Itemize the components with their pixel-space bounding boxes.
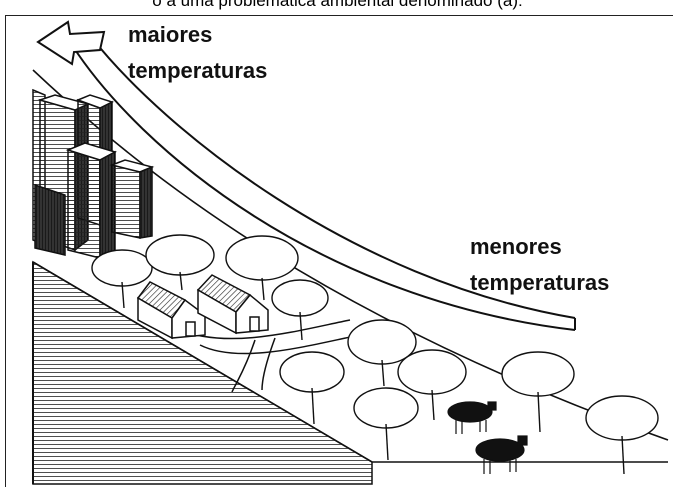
cow — [447, 401, 497, 434]
houses — [136, 274, 269, 340]
label-cool-line1: menores — [470, 234, 562, 259]
tree — [585, 395, 659, 475]
label-cool-line2: temperaturas — [470, 270, 609, 295]
cow — [475, 435, 528, 474]
label-hot-line1: maiores — [128, 22, 212, 47]
city-buildings — [32, 88, 155, 260]
figure-frame — [5, 15, 673, 487]
tree — [279, 351, 345, 425]
tree — [347, 319, 417, 387]
tree — [397, 349, 467, 421]
question-caption: o a uma problemática ambiental denominad… — [152, 0, 523, 10]
tree — [501, 351, 575, 433]
trees — [91, 234, 659, 475]
tree — [145, 234, 215, 291]
tree — [271, 279, 329, 341]
cows — [447, 401, 528, 474]
tree — [353, 387, 419, 461]
temperature-gradient-arrow — [36, 20, 576, 331]
label-hot-line2: temperaturas — [128, 58, 267, 83]
tree — [225, 235, 299, 301]
tree — [91, 249, 153, 309]
